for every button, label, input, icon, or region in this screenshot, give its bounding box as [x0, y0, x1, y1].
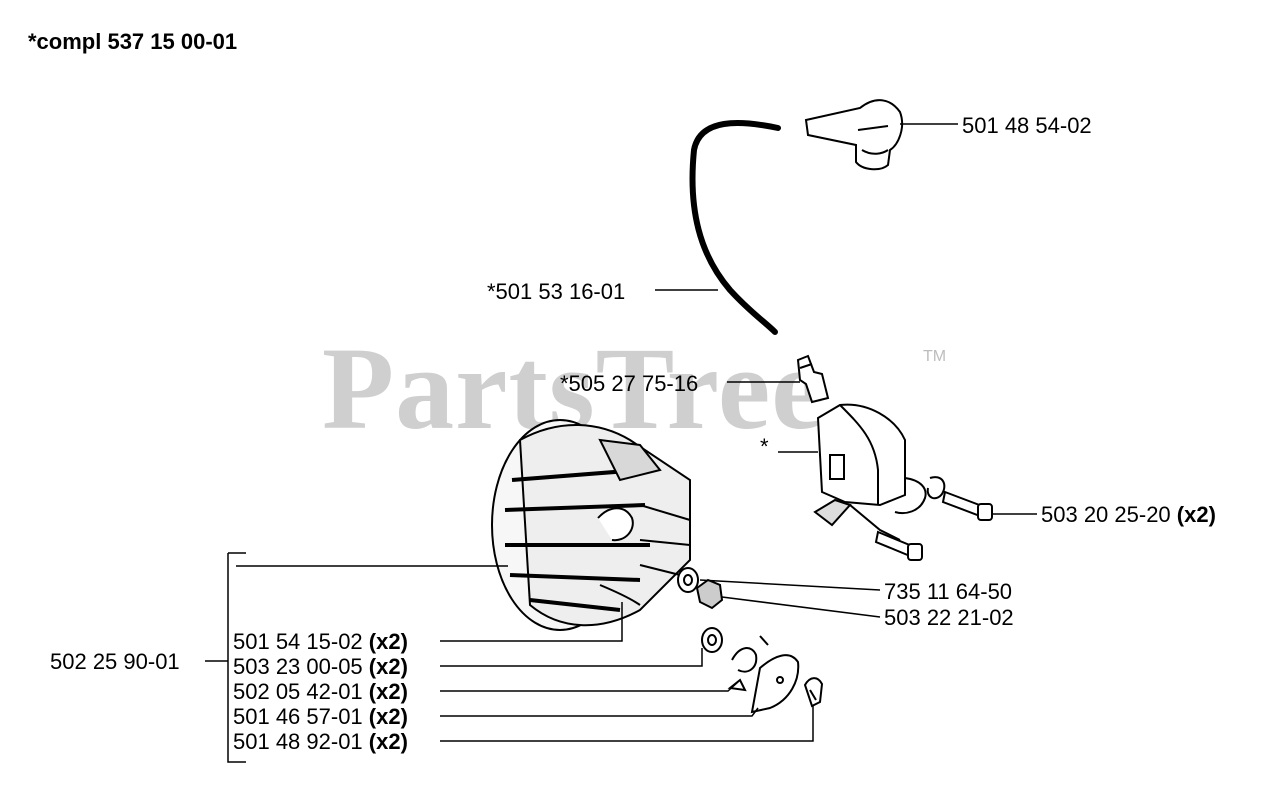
part-label-washer[interactable]: 735 11 64-50: [884, 579, 1013, 604]
part-label-item-2[interactable]: 503 23 00-05 (x2): [233, 655, 408, 679]
ignition-lead-drawing: [689, 120, 781, 335]
part-label-spark-plug-cap[interactable]: 501 48 54-02: [962, 113, 1092, 138]
part-number: 502 05 42-01: [233, 679, 363, 704]
assembly-label: *compl 537 15 00-01: [28, 29, 238, 54]
part-label-item-4[interactable]: 501 46 57-01 (x2): [233, 705, 408, 729]
part-label-item-1[interactable]: 501 54 15-02 (x2): [233, 630, 408, 654]
part-number: 501 48 92-01: [233, 729, 363, 754]
quantity: (x2): [368, 629, 408, 654]
quantity: (x2): [368, 704, 408, 729]
leader-lines: [205, 123, 1037, 763]
part-label-item-3[interactable]: 502 05 42-01 (x2): [233, 680, 408, 704]
part-label-nut[interactable]: 503 22 21-02: [884, 605, 1014, 630]
spark-plug-cap-drawing: [804, 99, 904, 171]
part-label-connector[interactable]: *505 27 75-16: [560, 371, 699, 396]
part-number: 501 46 57-01: [233, 704, 363, 729]
part-number: 501 54 15-02: [233, 629, 363, 654]
quantity: (x2): [1176, 502, 1216, 527]
module-screw-drawing: [874, 490, 993, 561]
part-label-item-5[interactable]: 501 48 92-01 (x2): [233, 730, 408, 754]
quantity: (x2): [368, 729, 408, 754]
connector-drawing: [796, 354, 830, 404]
part-label-ignition-module[interactable]: *: [760, 434, 769, 459]
quantity: (x2): [368, 679, 408, 704]
part-label-flywheel-assembly[interactable]: 502 25 90-01: [50, 649, 180, 674]
watermark-trademark: TM: [923, 348, 947, 365]
flywheel-drawing: [491, 419, 691, 631]
part-number: 503 23 00-05: [233, 654, 363, 679]
part-label-ignition-lead[interactable]: *501 53 16-01: [487, 279, 626, 304]
washer-nut-drawing: [677, 567, 724, 610]
part-number: 503 20 25-20: [1041, 502, 1171, 527]
part-label-module-screw[interactable]: 503 20 25-20 (x2): [1041, 503, 1216, 527]
ignition-module-drawing: [813, 403, 946, 541]
quantity: (x2): [368, 654, 408, 679]
small-parts-drawing: [701, 627, 824, 714]
